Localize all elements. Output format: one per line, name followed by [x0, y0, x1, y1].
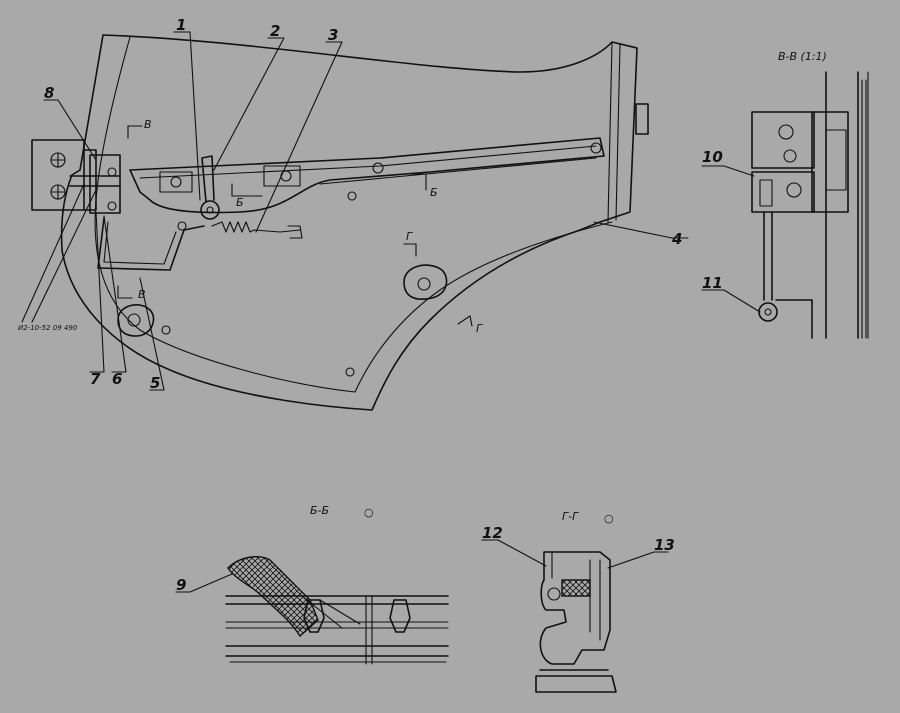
upper-rail-inner	[139, 145, 597, 179]
section-bb-mark: ○	[364, 506, 374, 519]
section-vv-title: В-В (1:1)	[778, 50, 827, 63]
callout-leaders	[21, 31, 689, 391]
bolt-icon	[107, 167, 117, 177]
cut-mark-b-right	[409, 173, 427, 191]
spring-icon	[211, 221, 301, 233]
bolt-icon	[161, 325, 171, 335]
bb-divider	[365, 595, 373, 665]
lock-lever	[97, 217, 205, 271]
cut-mark-g-bottom	[457, 315, 473, 327]
right-tab	[635, 103, 649, 135]
gg-seal	[561, 579, 591, 597]
rail-bracket-mid	[263, 165, 301, 187]
section-gg-mark: ○	[604, 512, 614, 525]
callout-13: 13	[654, 536, 675, 554]
vv-slot	[759, 179, 773, 207]
hinge-leaf	[89, 154, 121, 214]
section-mark-b: Б	[236, 196, 244, 209]
section-mark-g: Г	[406, 230, 413, 243]
gg-outer-profile	[539, 551, 611, 665]
hinge-plate	[31, 139, 85, 211]
panel-right-edge	[607, 41, 621, 223]
section-vv-view: В-В (1:1) 10 11	[701, 50, 869, 339]
cut-mark-v-top	[127, 125, 143, 139]
section-mark-g: Г	[476, 322, 483, 335]
section-bb-title: Б-Б	[310, 504, 329, 517]
callout-9: 9	[176, 576, 186, 594]
bb-panel-mid	[225, 621, 449, 629]
section-gg-title: Г-Г	[562, 510, 579, 523]
callout-4: 4	[671, 230, 682, 248]
bolt-icon	[590, 142, 602, 154]
doc-number: И2-10-52 09 490	[18, 324, 78, 332]
callout-12: 12	[482, 524, 503, 542]
bolt-icon	[107, 201, 117, 211]
vv-lower-block	[751, 171, 815, 213]
callout-3: 3	[328, 26, 338, 44]
rail-bracket-left	[159, 171, 193, 193]
gg-bolt-icon	[547, 587, 561, 601]
callout-5: 5	[150, 374, 160, 392]
boss-left	[117, 304, 155, 337]
vv-channel	[825, 129, 847, 191]
bb-clip-2	[389, 599, 411, 633]
section-mark-v: В	[144, 118, 152, 131]
pivot-icon	[200, 200, 220, 220]
callout-1: 1	[176, 16, 186, 34]
panel-inner-flange	[94, 36, 613, 393]
section-bb-view: Б-Б ○ 9	[175, 504, 449, 665]
panel-outer-contour	[60, 34, 638, 411]
section-mark-v: В	[138, 288, 146, 301]
callout-10: 10	[702, 148, 723, 166]
vv-upper-block	[751, 111, 815, 169]
cut-mark-v-bottom	[117, 285, 133, 299]
pivot-center-icon	[206, 206, 214, 214]
cut-mark-b-top	[231, 183, 263, 197]
upper-rail	[129, 137, 605, 214]
bolt-icon	[170, 176, 182, 188]
callout-2: 2	[270, 22, 280, 40]
handle-rod	[201, 155, 215, 203]
door-panel-main-view: 1 2 3 4 5 6 7 8 Б Б В В Г Г И2-10-52 09 …	[18, 16, 689, 411]
bolt-icon	[417, 277, 431, 291]
bolt-icon	[347, 191, 357, 201]
vv-wall	[825, 71, 859, 339]
upper-rail-lower	[319, 157, 597, 185]
bolt-icon	[786, 182, 802, 198]
section-mark-b: Б	[430, 186, 438, 199]
bolt-icon	[345, 367, 355, 377]
vv-pivot-icon	[758, 302, 778, 322]
bolt-icon	[778, 124, 794, 140]
bolt-icon	[372, 162, 384, 174]
bb-panel-top	[225, 595, 449, 605]
vv-rod	[763, 211, 773, 301]
callout-11: 11	[702, 274, 723, 292]
bolt-icon	[783, 149, 797, 163]
pin-icon	[177, 221, 187, 231]
bb-panel-bottom	[225, 645, 449, 657]
callout-6: 6	[112, 370, 122, 388]
vv-wall-inner	[861, 79, 867, 339]
vv-bracket-lower	[775, 299, 813, 339]
callout-8: 8	[44, 84, 54, 102]
bb-clip-1	[303, 599, 325, 633]
boss-right	[403, 264, 448, 300]
bolt-icon	[127, 313, 141, 327]
gg-base	[535, 669, 617, 693]
section-gg-view: Г-Г ○ 12 13	[481, 510, 675, 693]
vv-bracket	[811, 111, 849, 213]
cut-mark-g-top	[403, 243, 417, 257]
callout-7: 7	[90, 370, 101, 388]
bb-diag	[301, 595, 361, 629]
lock-lever-inner	[103, 221, 177, 265]
vv-pivot-center-icon	[764, 308, 772, 316]
